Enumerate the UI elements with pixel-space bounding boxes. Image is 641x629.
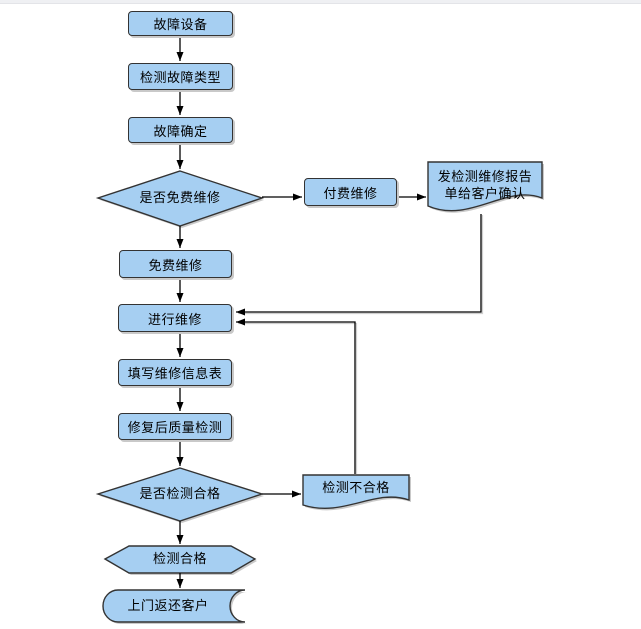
node-fill-repair-form: 填写维修信息表 (118, 359, 232, 386)
node-faulty-device: 故障设备 (128, 11, 233, 36)
node-do-repair: 进行维修 (118, 304, 232, 332)
node-label: 修复后质量检测 (127, 421, 223, 436)
hexagon-outline (103, 545, 257, 574)
connector-shadow (238, 322, 358, 474)
stored-data-outline (102, 589, 246, 623)
node-detect-fault-type: 检测故障类型 (128, 63, 233, 90)
page-top-edge (0, 0, 641, 4)
node-label: 故障确定 (153, 124, 208, 140)
document-qc-failed-shape (302, 474, 411, 511)
node-return-to-customer-shape (102, 589, 247, 624)
connector-report-to-repair (236, 214, 482, 316)
node-qc-passed-shape (103, 545, 257, 575)
document-outline (302, 474, 410, 510)
connector-shadow (238, 215, 484, 315)
node-fault-confirmed: 故障确定 (128, 117, 233, 143)
diamond-outline (95, 170, 265, 227)
document-send-repair-report-shape (427, 161, 544, 213)
node-label: 填写维修信息表 (127, 367, 223, 382)
decision-is-free-repair-shape (95, 170, 265, 228)
diamond-outline (95, 467, 265, 522)
connectors (176, 36, 484, 588)
node-label: 故障设备 (153, 18, 208, 33)
node-label: 付费维修 (323, 186, 378, 202)
node-label: 进行维修 (147, 312, 202, 328)
document-outline (427, 161, 543, 212)
node-free-repair: 免费维修 (119, 250, 232, 278)
connector-qcfailed-to-repair (236, 318, 356, 474)
node-paid-repair: 付费维修 (304, 178, 397, 206)
decision-is-qc-passed-shape (95, 467, 265, 523)
node-post-repair-qc: 修复后质量检测 (118, 413, 232, 440)
node-label: 检测故障类型 (139, 71, 221, 86)
node-label: 免费维修 (148, 258, 203, 274)
